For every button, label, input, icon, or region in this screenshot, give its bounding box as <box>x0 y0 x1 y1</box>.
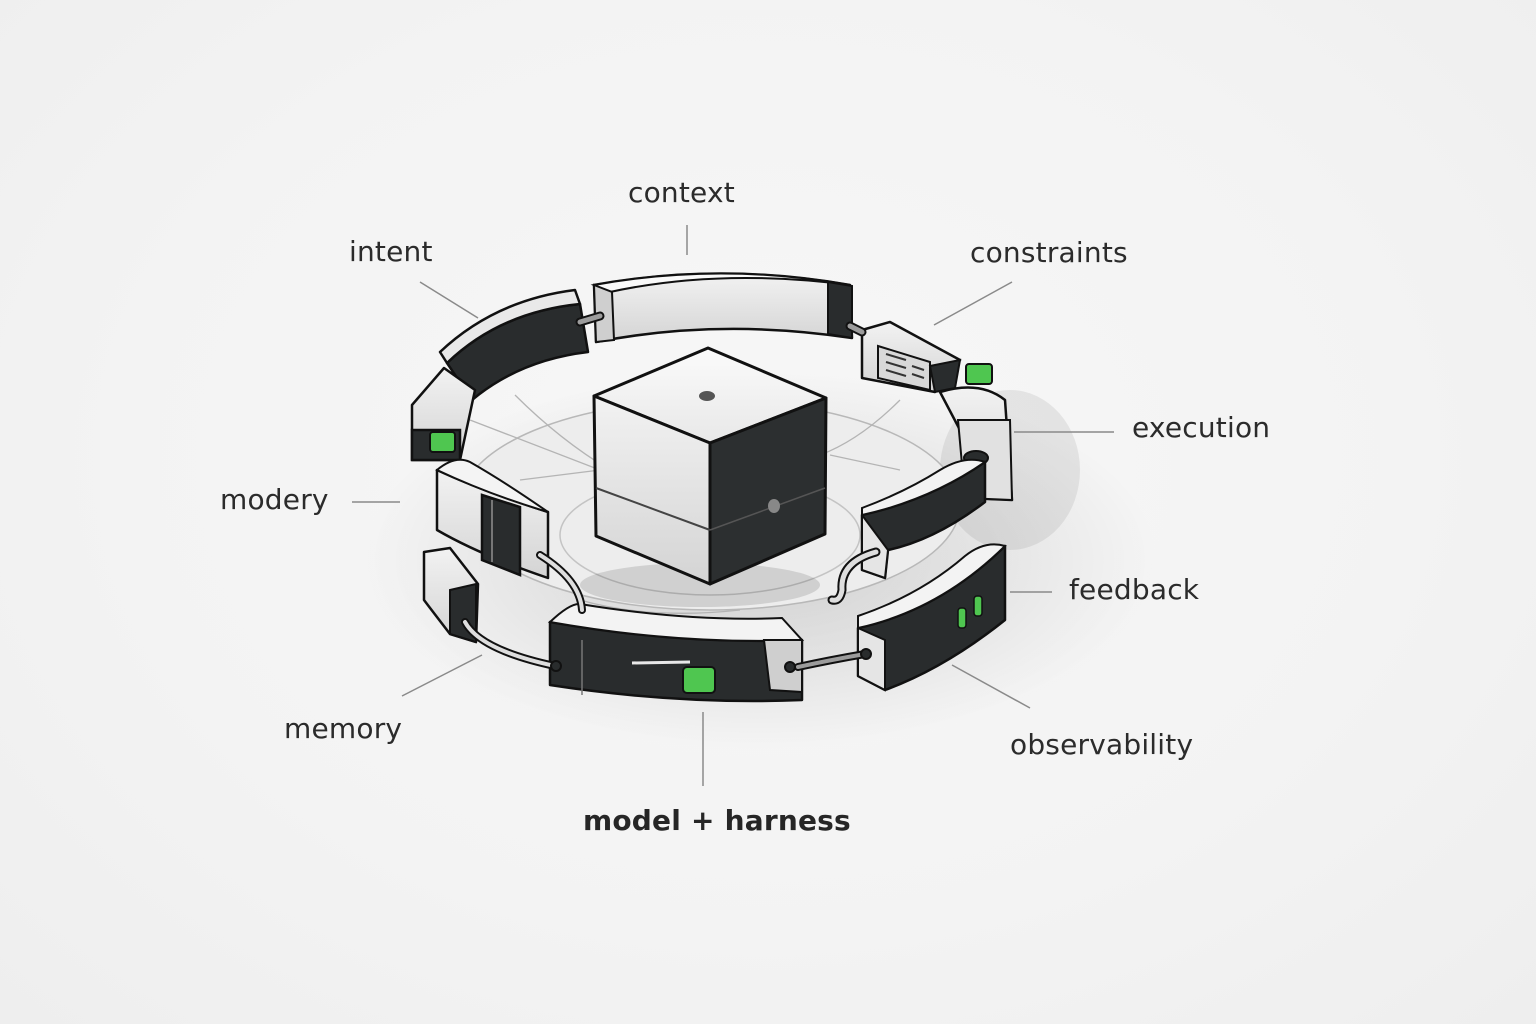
status-light-icon <box>957 607 967 629</box>
leader-constraints <box>933 281 1013 326</box>
leader-lines <box>352 225 1114 786</box>
label-modery: modery <box>220 483 329 516</box>
label-model-harness: model + harness <box>583 804 851 837</box>
model-harness-module <box>547 602 805 703</box>
status-light-icon <box>682 666 716 694</box>
label-observability: observability <box>1010 728 1194 761</box>
leader-memory <box>401 654 483 697</box>
constraints-module <box>860 320 993 394</box>
label-feedback: feedback <box>1069 573 1200 606</box>
label-intent: intent <box>349 235 433 268</box>
observability-module <box>856 543 1007 692</box>
label-execution: execution <box>1132 411 1271 444</box>
feedback-module <box>860 458 988 580</box>
label-constraints: constraints <box>970 236 1128 269</box>
modery-secondary-module <box>435 458 550 580</box>
status-light-icon <box>429 431 456 453</box>
context-module <box>590 272 854 344</box>
label-memory: memory <box>284 712 403 745</box>
status-light-icon <box>965 363 993 385</box>
leader-intent <box>419 281 479 319</box>
label-context: context <box>628 176 735 209</box>
leader-observability <box>951 664 1031 709</box>
cables <box>461 311 881 672</box>
cube-icon <box>580 346 828 607</box>
status-light-icon <box>973 595 983 617</box>
intent-module <box>438 288 590 402</box>
execution-module <box>938 386 1014 502</box>
